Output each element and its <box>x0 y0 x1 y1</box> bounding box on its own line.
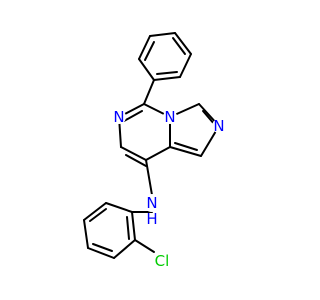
double-bond <box>92 243 113 252</box>
bond <box>134 239 155 253</box>
bond <box>83 202 107 221</box>
chlorine-label: Cl <box>155 252 170 270</box>
double-bond <box>89 208 107 222</box>
double-bond <box>156 71 178 75</box>
bond <box>169 146 202 157</box>
bond <box>83 219 89 249</box>
bond <box>105 202 133 213</box>
imidazole-ring <box>169 103 220 157</box>
bond <box>120 146 147 161</box>
amine-hydrogen-label: H <box>146 210 157 228</box>
chemical-structure: N N N N H Cl <box>83 32 226 270</box>
bond <box>138 58 155 81</box>
bond <box>179 53 192 78</box>
double-bond <box>172 37 186 55</box>
imidazole-nitrogen-label: N <box>213 117 224 135</box>
double-bond <box>144 41 155 61</box>
bond <box>153 76 181 81</box>
atom-labels: N N N N H Cl <box>112 108 226 270</box>
bond <box>131 211 136 241</box>
bond <box>149 32 176 37</box>
bond <box>174 32 192 55</box>
phenyl-ring <box>138 32 192 81</box>
double-bond <box>126 216 130 240</box>
bond <box>145 146 171 161</box>
bond <box>87 247 115 259</box>
bond <box>143 79 155 105</box>
bond <box>145 159 153 196</box>
chlorophenyl-ring <box>83 202 136 259</box>
double-bond <box>125 154 147 167</box>
bond <box>113 239 136 259</box>
pyrazine-ring <box>118 103 171 167</box>
bond <box>138 35 151 60</box>
pyrazine-nitrogen-label: N <box>113 108 124 126</box>
bridgehead-nitrogen-label: N <box>164 108 175 126</box>
amine-nitrogen-label: N <box>146 194 157 212</box>
double-bond <box>174 142 198 151</box>
double-bond <box>123 110 143 122</box>
